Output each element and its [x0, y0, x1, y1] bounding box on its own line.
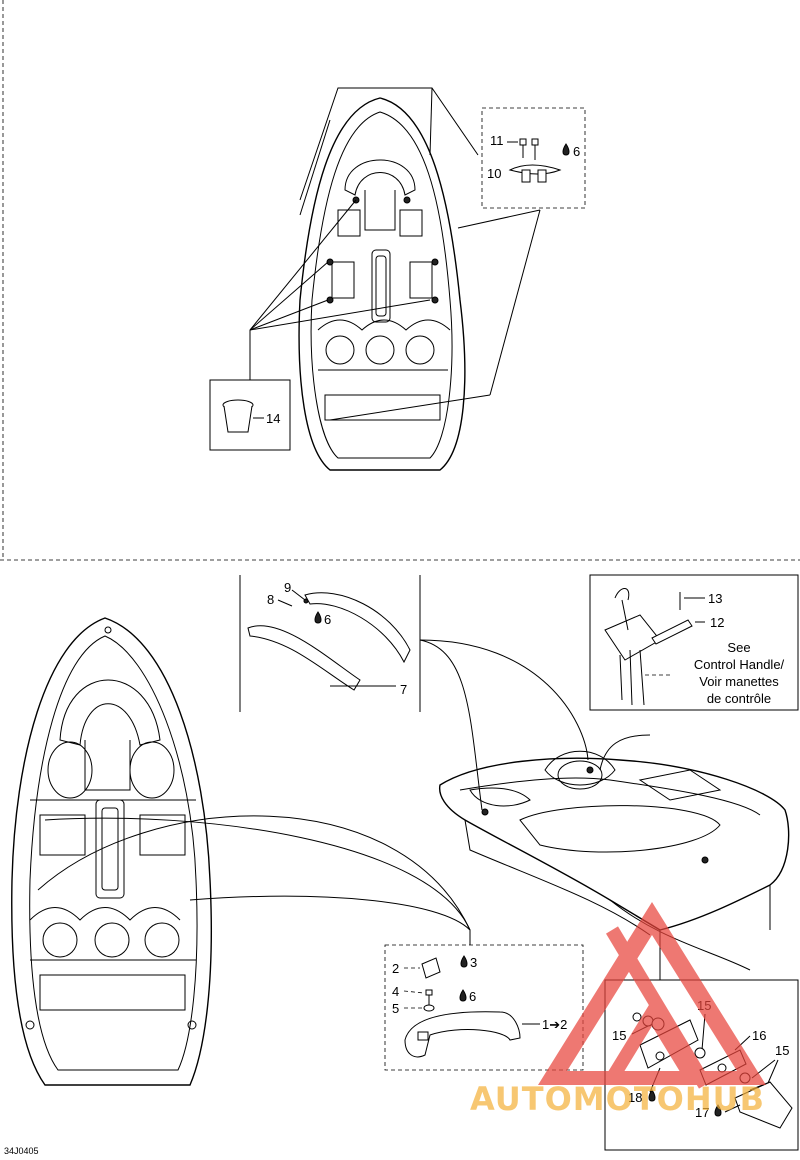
label-12: 12: [710, 615, 724, 630]
threadlocker-drop-icon: [460, 955, 468, 968]
grab-handle-box: 9 8 6 7: [239, 575, 421, 712]
label-3: 3: [470, 955, 477, 970]
label-8: 8: [267, 592, 274, 607]
watermark-logo-triangle: [538, 902, 766, 1085]
label-6-kit: 6: [469, 989, 476, 1004]
upper-leaders: [249, 87, 541, 421]
lower-leaders: [37, 639, 651, 945]
callout-1-to-2: 1➔2: [542, 1017, 567, 1032]
sealant-drop-icon: [714, 1104, 722, 1117]
label-10: 10: [487, 166, 501, 181]
lower-deck-view: [11, 617, 212, 1086]
label-7: 7: [400, 682, 407, 697]
label-2-kit: 2: [392, 961, 399, 976]
label-16: 16: [752, 1028, 766, 1043]
control-handle-box: 13 12 See Control Handle/ Voir manettes …: [589, 574, 799, 711]
label-4: 4: [392, 984, 399, 999]
sealant-drop-icon: [648, 1089, 656, 1102]
upper-deck-view: [298, 97, 466, 471]
threadlocker-drop-icon: [562, 143, 570, 156]
see-note-line-1: See: [727, 640, 750, 655]
label-9: 9: [284, 580, 291, 595]
label-13: 13: [708, 591, 722, 606]
label-15-a: 15: [612, 1028, 626, 1043]
watermark-text: AUTOMOTOHUB: [470, 1080, 765, 1118]
see-note-line-4: de contrôle: [707, 691, 771, 706]
threadlocker-drop-icon: [459, 989, 467, 1002]
diagram-code: 34J0405: [4, 1146, 39, 1156]
label-17: 17: [695, 1105, 709, 1120]
cleat-kit-box: 11 6 10: [481, 107, 586, 209]
boat-perspective-view: [438, 750, 790, 980]
cup-holder-box: 14: [209, 379, 291, 451]
threadlocker-drop-icon: [314, 611, 322, 624]
label-6-handle: 6: [324, 612, 331, 627]
label-14: 14: [266, 411, 280, 426]
label-5: 5: [392, 1001, 399, 1016]
label-11: 11: [490, 133, 504, 148]
label-18: 18: [628, 1090, 642, 1105]
strap-kit-box: 2 3 4 6 5 1➔2: [384, 944, 584, 1071]
see-note-line-2: Control Handle/: [694, 657, 785, 672]
label-15-c: 15: [775, 1043, 789, 1058]
automotohub-watermark: AUTOMOTOHUB: [470, 902, 766, 1118]
see-note-line-3: Voir manettes: [699, 674, 779, 689]
label-6-top: 6: [573, 144, 580, 159]
